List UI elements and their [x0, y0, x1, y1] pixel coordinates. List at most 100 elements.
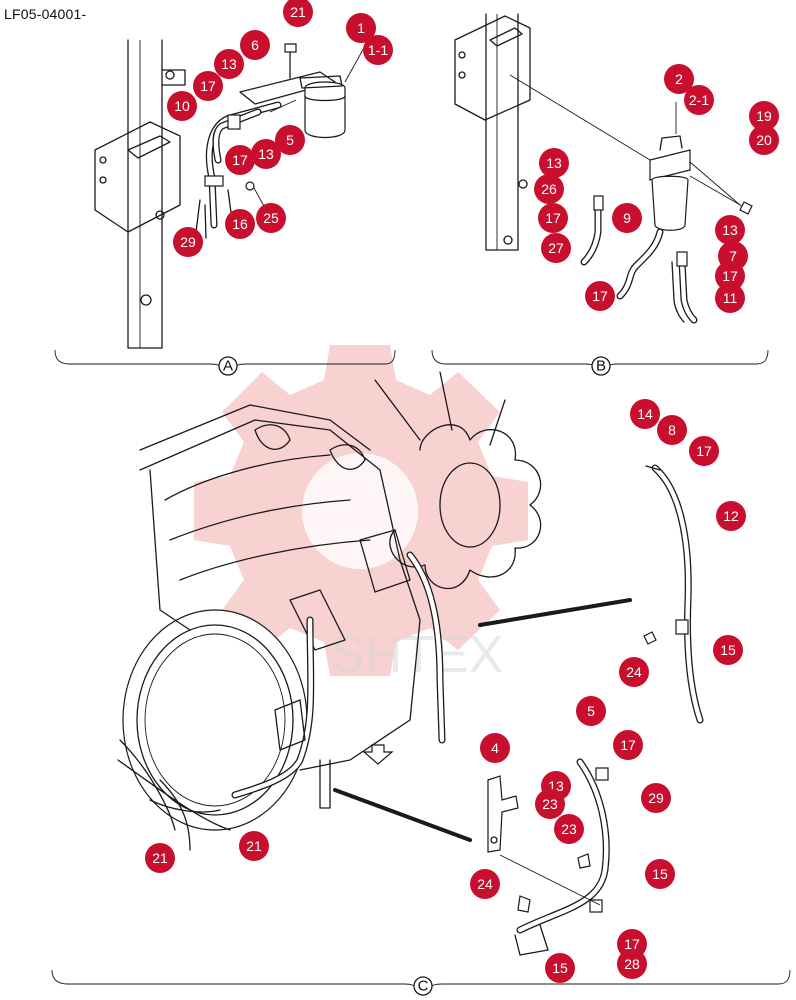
svg-text:C: C	[418, 978, 429, 995]
callout-13-b2: 13	[715, 215, 745, 245]
svg-text:15: 15	[720, 642, 736, 658]
callout-21-a: 21	[283, 0, 313, 27]
callout-15-c3: 15	[545, 953, 575, 983]
svg-text:8: 8	[668, 422, 676, 438]
callout-17-b: 17	[538, 203, 568, 233]
callout-15-c2: 15	[645, 859, 675, 889]
svg-text:21: 21	[246, 838, 262, 854]
callout-1-1-a: 1-1	[363, 35, 393, 65]
svg-text:2-1: 2-1	[689, 92, 709, 108]
callout-5-a: 5	[275, 125, 305, 155]
svg-text:21: 21	[290, 4, 306, 20]
view-a-drawing	[94, 39, 366, 349]
svg-text:21: 21	[152, 850, 168, 866]
callout-11-b: 11	[715, 283, 745, 313]
svg-text:20: 20	[756, 132, 772, 148]
svg-text:17: 17	[624, 936, 640, 952]
callout-17-c2: 17	[613, 730, 643, 760]
callout-16-a: 16	[225, 209, 255, 239]
svg-text:23: 23	[542, 796, 558, 812]
svg-text:24: 24	[626, 664, 642, 680]
svg-text:4: 4	[491, 740, 499, 756]
callout-20-b: 20	[749, 125, 779, 155]
svg-text:6: 6	[251, 37, 259, 53]
svg-text:17: 17	[592, 288, 608, 304]
svg-text:13: 13	[258, 146, 274, 162]
svg-text:12: 12	[723, 508, 739, 524]
callout-12-c: 12	[716, 501, 746, 531]
svg-text:17: 17	[545, 210, 561, 226]
callout-21-c2: 21	[239, 831, 269, 861]
callout-17-b3: 17	[585, 281, 615, 311]
svg-text:13: 13	[722, 222, 738, 238]
svg-text:13: 13	[221, 56, 237, 72]
callout-6-a: 6	[240, 30, 270, 60]
svg-text:7: 7	[729, 248, 737, 264]
svg-text:9: 9	[623, 210, 631, 226]
svg-text:5: 5	[286, 132, 294, 148]
callout-21-c: 21	[145, 843, 175, 873]
callout-10-a: 10	[167, 91, 197, 121]
callout-28-c: 28	[617, 949, 647, 979]
callout-17-a: 17	[193, 71, 223, 101]
callouts: 21 1 1-1 6 13 17 10 5 13 17 25 16 29 2 2…	[145, 0, 779, 983]
callout-9-b: 9	[612, 203, 642, 233]
engine-assembly	[117, 371, 632, 851]
callout-2-1-b: 2-1	[684, 85, 714, 115]
callout-13-b: 13	[539, 148, 569, 178]
callout-29-a: 29	[173, 227, 203, 257]
svg-text:16: 16	[232, 216, 248, 232]
callout-24-c2: 24	[470, 869, 500, 899]
svg-text:17: 17	[232, 152, 248, 168]
hose-12-detail	[643, 464, 704, 724]
svg-text:A: A	[223, 358, 233, 375]
svg-text:15: 15	[652, 866, 668, 882]
callout-17-b2: 17	[715, 261, 745, 291]
svg-text:10: 10	[174, 98, 190, 114]
svg-text:1: 1	[357, 20, 365, 36]
svg-text:28: 28	[624, 956, 640, 972]
svg-text:23: 23	[561, 821, 577, 837]
callout-19-b: 19	[749, 101, 779, 131]
svg-text:29: 29	[180, 234, 196, 250]
callout-25-a: 25	[256, 203, 286, 233]
callout-2-b: 2	[664, 64, 694, 94]
svg-text:2: 2	[675, 71, 683, 87]
svg-text:29: 29	[648, 790, 664, 806]
svg-text:17: 17	[722, 268, 738, 284]
hose-29-detail	[487, 758, 610, 956]
svg-text:13: 13	[546, 155, 562, 171]
callout-17-c: 17	[689, 436, 719, 466]
callout-13-a2: 13	[251, 139, 281, 169]
view-label-a: A	[218, 356, 238, 376]
view-label-b: B	[591, 356, 611, 376]
svg-text:24: 24	[477, 876, 493, 892]
callout-1-a: 1	[346, 13, 376, 43]
callout-14-c: 14	[630, 399, 660, 429]
callout-26-b: 26	[534, 174, 564, 204]
callout-15-c: 15	[713, 635, 743, 665]
watermark-gear	[194, 345, 528, 676]
view-b-drawing	[454, 13, 753, 324]
svg-text:19: 19	[756, 108, 772, 124]
svg-text:27: 27	[548, 240, 564, 256]
callout-27-b: 27	[541, 233, 571, 263]
callout-4-c: 4	[480, 733, 510, 763]
callout-23-c: 23	[535, 789, 565, 819]
svg-text:14: 14	[637, 406, 653, 422]
svg-text:5: 5	[587, 703, 595, 719]
svg-text:17: 17	[200, 78, 216, 94]
svg-text:17: 17	[696, 443, 712, 459]
diagram-code: LF05-04001-	[4, 6, 87, 22]
callout-23-c2: 23	[554, 814, 584, 844]
callout-8-c: 8	[657, 415, 687, 445]
svg-text:26: 26	[541, 181, 557, 197]
svg-text:B: B	[596, 358, 606, 375]
svg-text:17: 17	[620, 737, 636, 753]
callout-13-a: 13	[214, 49, 244, 79]
svg-text:11: 11	[723, 290, 738, 306]
view-label-c: C	[413, 976, 433, 996]
svg-text:15: 15	[552, 960, 568, 976]
svg-text:1-1: 1-1	[368, 42, 388, 58]
